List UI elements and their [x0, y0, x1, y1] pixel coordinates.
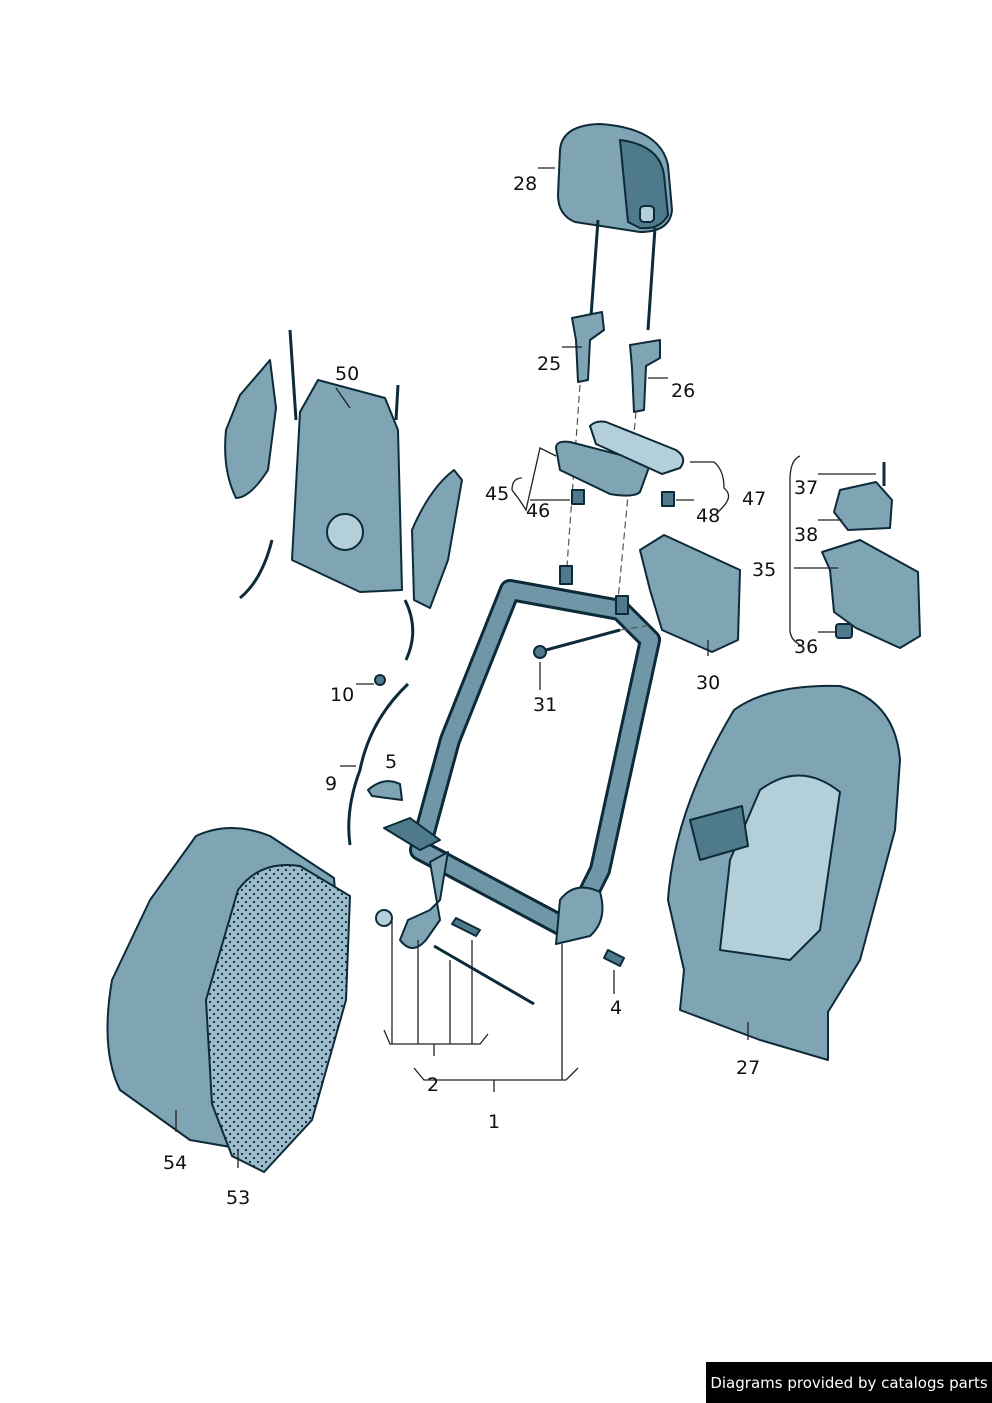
callout-27: 28	[513, 173, 537, 195]
backrest-frame	[383, 565, 661, 945]
mounting-bracket	[639, 534, 741, 653]
callout-48: 48	[696, 505, 720, 527]
trim-cover-right	[589, 420, 685, 475]
screw-4	[603, 949, 625, 967]
callout-47: 47	[742, 488, 766, 510]
harness-wire	[239, 539, 415, 661]
callout-36: 36	[794, 636, 818, 658]
callout-37: 37	[794, 477, 818, 499]
back-panel	[288, 329, 403, 593]
callout-35: 35	[752, 559, 776, 581]
callout-26: 26	[671, 380, 695, 402]
callout-25: 25	[537, 353, 561, 375]
callout-10: 10	[330, 684, 354, 706]
callout-54: 54	[163, 1152, 187, 1174]
callout-1: 1	[488, 1111, 500, 1133]
callout-9: 9	[325, 773, 337, 795]
backrest-shell	[667, 684, 901, 1061]
backrest-padding	[106, 827, 352, 1174]
cable-9	[347, 674, 410, 846]
adjuster-motor	[375, 851, 535, 1006]
side-bolster-left	[224, 359, 277, 499]
callout-5: 5	[385, 751, 397, 773]
part-5	[367, 780, 403, 801]
callout-28: 27	[736, 1057, 760, 1079]
leader-lines	[175, 167, 876, 1168]
callout-31: 31	[533, 694, 557, 716]
headrest	[557, 123, 673, 331]
callout-2: 2	[427, 1074, 439, 1096]
guide-alignment-line-right	[617, 411, 637, 601]
headrest-guide-right	[629, 339, 661, 413]
callout-45: 45	[485, 483, 509, 505]
side-bolster-right	[411, 469, 463, 609]
footer-credit: Diagrams provided by catalogs parts	[706, 1362, 992, 1403]
callout-46: 46	[526, 500, 550, 522]
callout-38: 38	[794, 524, 818, 546]
callout-50: 50	[335, 363, 359, 385]
callout-4: 4	[610, 997, 622, 1019]
callout-labels: 28 25 26 50 45 46 47 48 37 38 35 36 30 3…	[163, 173, 818, 1209]
screw-31	[533, 624, 653, 659]
clip-46	[571, 489, 585, 505]
guide-alignment-line-left	[565, 384, 581, 581]
callout-53: 53	[226, 1187, 250, 1209]
bracket-assembly	[821, 462, 921, 649]
callout-30: 30	[696, 672, 720, 694]
clip-48	[661, 491, 675, 507]
